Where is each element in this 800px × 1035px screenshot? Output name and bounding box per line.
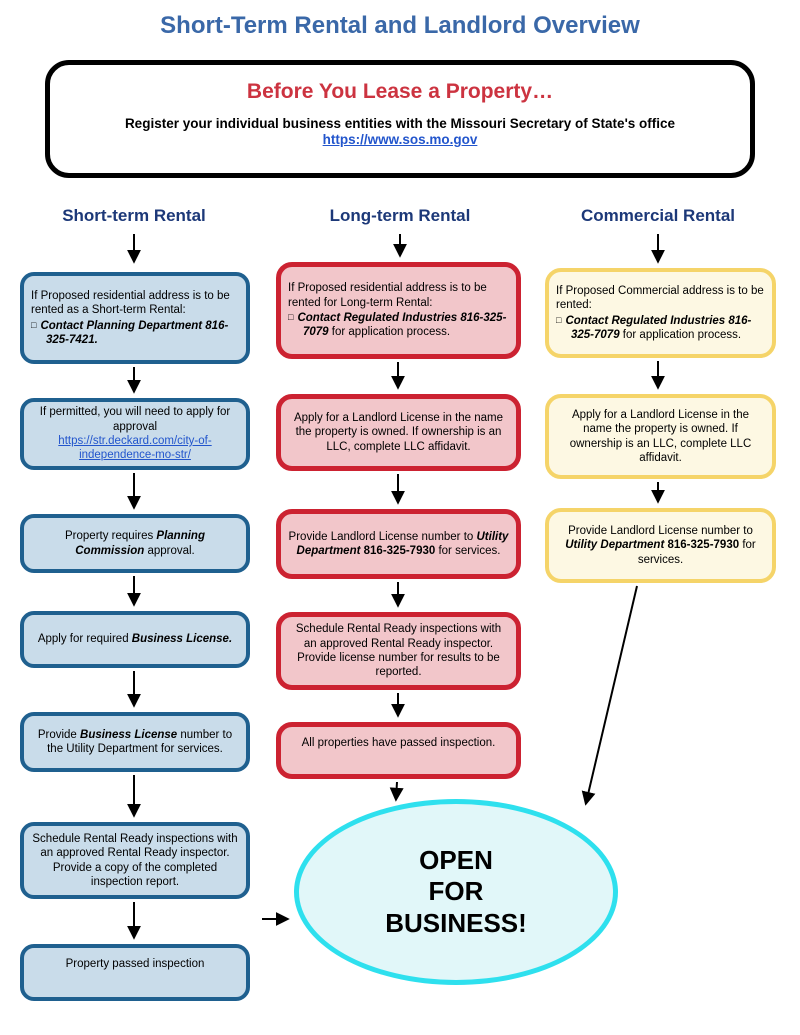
node-text: Apply for a Landlord License in the name…	[293, 411, 504, 453]
result-text: FOR	[428, 876, 484, 907]
node-long-term-schedule-inspection: Schedule Rental Ready inspections with a…	[276, 612, 521, 690]
node-long-term-contact-regulated: If Proposed residential address is to be…	[276, 262, 521, 359]
node-text: Provide Landlord License number to	[568, 524, 753, 537]
sos-link[interactable]: https://www.sos.mo.gov	[322, 132, 478, 147]
deckard-str-link[interactable]: https://str.deckard.com/city-of-independ…	[58, 435, 212, 462]
node-text: Provide Landlord License number to	[288, 530, 477, 543]
node-short-term-apply-approval: If permitted, you will need to apply for…	[20, 398, 250, 470]
page-title: Short-Term Rental and Landlord Overview	[160, 12, 640, 39]
flow-arrow-to-ellipse	[389, 781, 404, 802]
column-header-commercial: Commercial Rental	[581, 206, 735, 225]
bullet-line: □Contact Planning Department 816-325-742…	[31, 319, 239, 348]
node-text: number to the Utility Department for ser…	[47, 728, 233, 755]
phone-number: 816-325-7930	[363, 545, 436, 557]
node-text: for application process.	[328, 326, 451, 339]
node-commercial-landlord-license: Apply for a Landlord License in the name…	[545, 394, 776, 479]
node-text: for application process.	[619, 328, 742, 341]
node-text: If permitted, you will need to apply for…	[39, 406, 231, 433]
node-text: Schedule Rental Ready inspections with a…	[295, 623, 502, 679]
node-short-term-provide-license: Provide Business License number to the U…	[20, 712, 250, 772]
intro-heading: Before You Lease a Property…	[246, 80, 554, 103]
emphasis-text: Utility Department	[296, 530, 509, 557]
intro-box: Before You Lease a Property… Register yo…	[45, 60, 755, 178]
bullet-line: □Contact Regulated Industries 816-325-70…	[556, 314, 765, 343]
node-short-term-planning-commission: Property requires Planning Commission ap…	[20, 514, 250, 573]
emphasis-text: Business License	[80, 728, 178, 741]
node-text: All properties have passed inspection.	[301, 737, 496, 749]
node-text: Property requires	[65, 530, 157, 543]
node-long-term-passed-inspection: All properties have passed inspection.	[276, 722, 521, 779]
node-commercial-utility-department: Provide Landlord License number to Utili…	[545, 508, 776, 583]
result-text: OPEN	[419, 845, 493, 876]
emphasis-text: Business License.	[131, 633, 233, 646]
node-long-term-landlord-license: Apply for a Landlord License in the name…	[276, 394, 521, 471]
column-header-long-term: Long-term Rental	[329, 206, 471, 225]
node-text: Property passed inspection	[65, 958, 205, 970]
column-header-short-term: Short-term Rental	[62, 206, 206, 225]
checkbox-bullet-icon: □	[288, 312, 294, 322]
node-short-term-contact-planning: If Proposed residential address is to be…	[20, 272, 250, 364]
node-text: for services.	[435, 545, 501, 557]
contact-info: Contact Regulated Industries 816-325-707…	[297, 312, 507, 339]
node-text: If Proposed residential address is to be…	[288, 282, 487, 309]
emphasis-text: Utility Department	[565, 539, 668, 552]
phone-number: 816-325-7930	[667, 539, 740, 552]
result-text: BUSINESS!	[385, 907, 527, 938]
contact-info: Contact Planning Department 816-325-7421…	[40, 319, 229, 346]
bullet-line: □Contact Regulated Industries 816-325-70…	[288, 311, 509, 340]
checkbox-bullet-icon: □	[31, 319, 37, 330]
node-text: If Proposed Commercial address is to be …	[556, 284, 764, 312]
node-long-term-utility-department: Provide Landlord License number to Utili…	[276, 509, 521, 579]
node-text: for services.	[637, 539, 756, 566]
intro-body: Register your individual business entiti…	[124, 116, 676, 131]
node-commercial-contact-regulated: If Proposed Commercial address is to be …	[545, 268, 776, 358]
node-short-term-business-license: Apply for required Business License.	[20, 611, 250, 668]
open-for-business-ellipse: OPEN FOR BUSINESS!	[294, 799, 618, 985]
node-text: If Proposed residential address is to be…	[31, 289, 230, 317]
node-short-term-schedule-inspection: Schedule Rental Ready inspections with a…	[20, 822, 250, 899]
node-short-term-passed-inspection: Property passed inspection	[20, 944, 250, 1001]
contact-info: Contact Regulated Industries 816-325-707…	[565, 314, 752, 341]
node-text: Apply for required	[37, 633, 132, 646]
node-text: Provide	[37, 728, 81, 741]
flow-arrow-diagonal-to-ellipse	[581, 585, 638, 806]
node-text: approval.	[144, 544, 195, 557]
emphasis-text: Planning Commission	[75, 530, 205, 557]
checkbox-bullet-icon: □	[556, 314, 562, 325]
node-text: Apply for a Landlord License in the name…	[569, 408, 752, 464]
node-text: Schedule Rental Ready inspections with a…	[32, 832, 238, 888]
